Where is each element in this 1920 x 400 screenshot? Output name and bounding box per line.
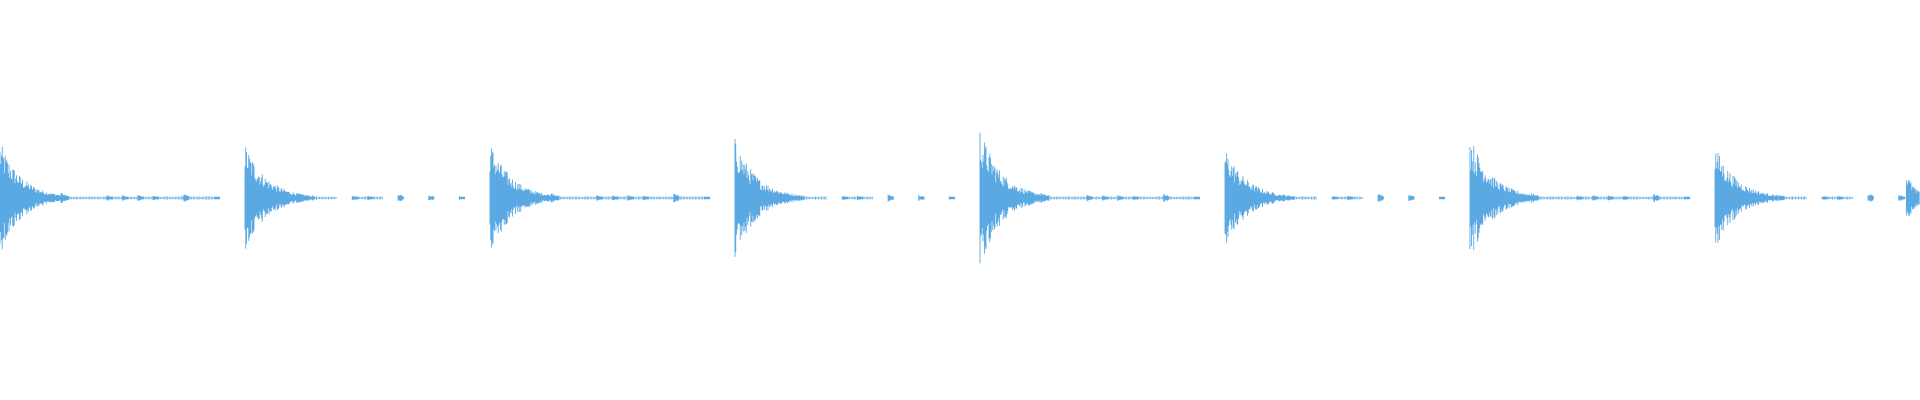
waveform-path	[0, 132, 1920, 264]
